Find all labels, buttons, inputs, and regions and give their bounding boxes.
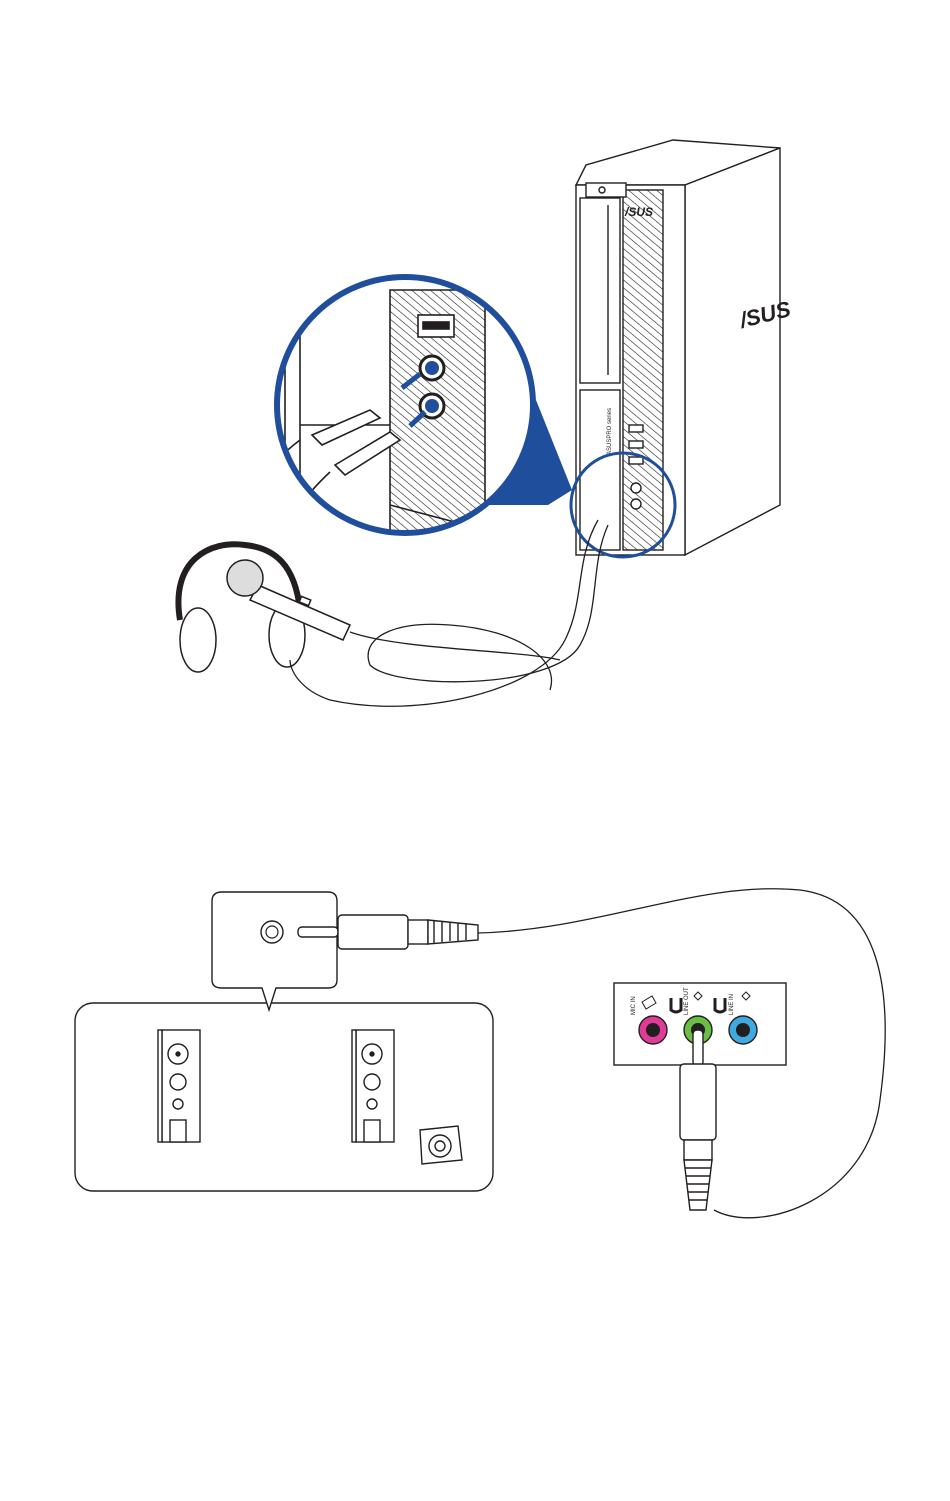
mic-in-label: MIC IN: [631, 996, 637, 1015]
line-in-label: LINE IN: [729, 994, 735, 1015]
subwoofer: [420, 1126, 462, 1164]
headset-mic-figure: /SUS /SUS ASUSPRO series: [178, 140, 793, 706]
model-series-text: ASUSPRO series: [607, 408, 613, 455]
speaker-input-callout: [212, 892, 337, 1010]
desktop-pc-tower: [576, 140, 780, 555]
audio-cables: [290, 520, 608, 706]
speaker-connection-figure: MIC IN LINE OUT LINE IN: [75, 889, 885, 1218]
line-out-label: LINE OUT: [684, 987, 690, 1015]
front-brand-badge: /SUS: [624, 205, 653, 219]
zoomed-audio-ports: [245, 277, 533, 540]
speaker-left: [158, 1030, 200, 1142]
speaker-right: [352, 1030, 394, 1142]
